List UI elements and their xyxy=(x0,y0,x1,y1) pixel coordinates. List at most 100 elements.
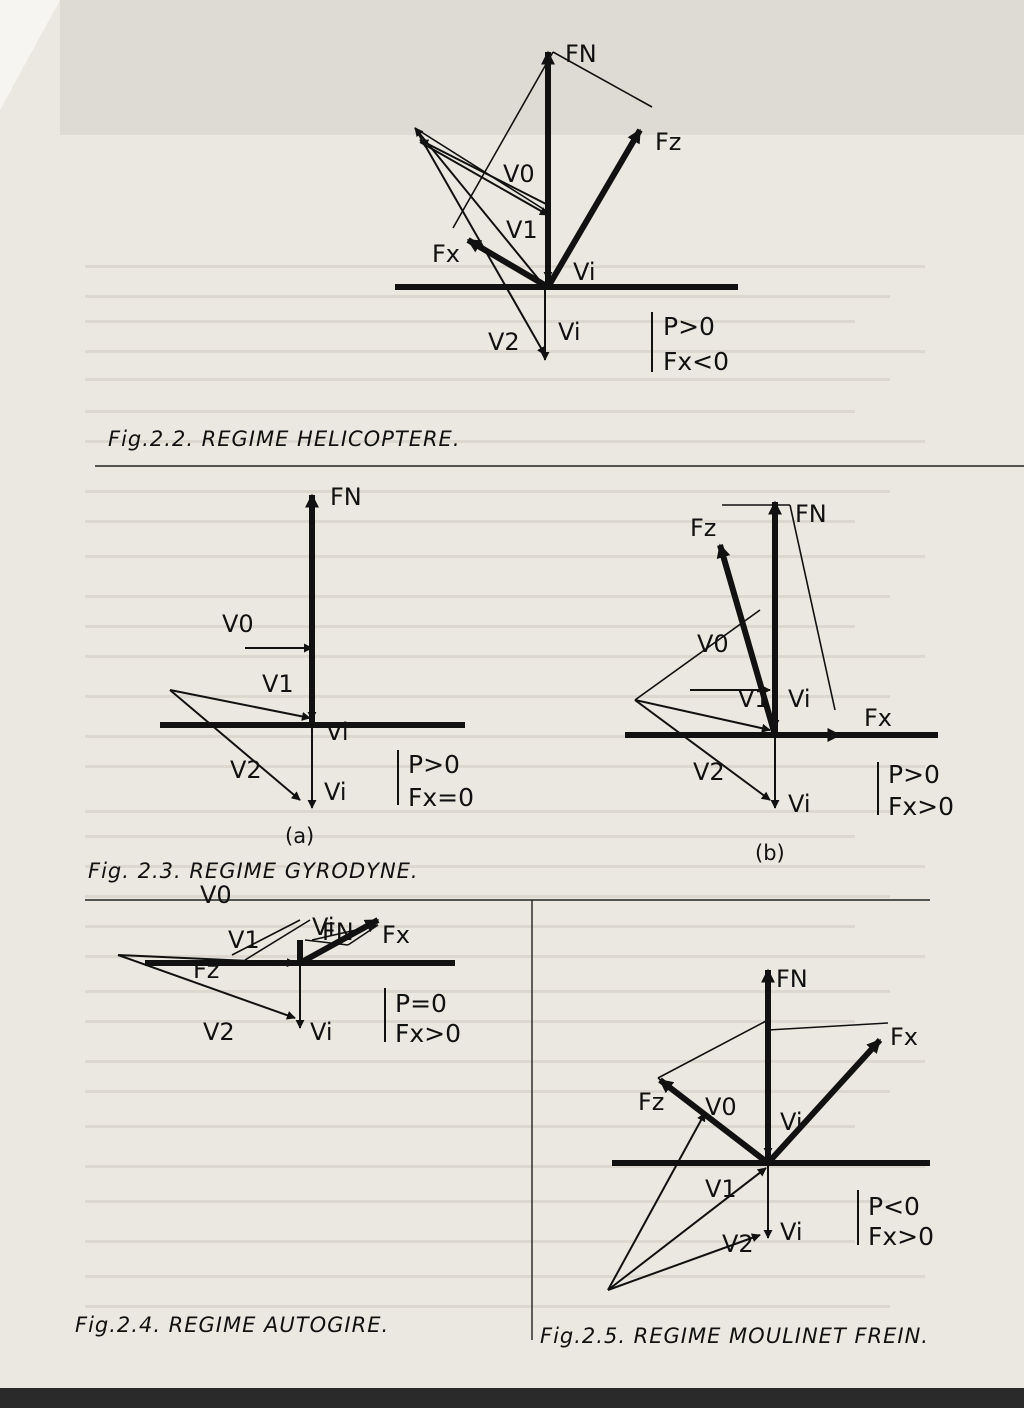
fig-2-2-label-v1: V1 xyxy=(506,216,538,244)
fig-2-5-condition-1: Fx>0 xyxy=(868,1222,934,1251)
bleed-through-line xyxy=(85,1305,890,1308)
fig-2-4-label-fn: FN xyxy=(322,918,354,946)
fig-2-5-caption: Fig.2.5. REGIME MOULINET FREIN. xyxy=(540,1324,929,1348)
bleed-through-line xyxy=(85,1275,925,1278)
bleed-through-line xyxy=(85,735,855,738)
fig-2-2-label-fz: Fz xyxy=(655,128,681,156)
bleed-through-line xyxy=(85,810,890,813)
force-fz-arrow xyxy=(658,1077,770,1166)
fig-2-5-label-v2: V2 xyxy=(722,1230,754,1258)
outline xyxy=(552,51,653,108)
bleed-through-line xyxy=(85,1020,855,1023)
bleed-through-line xyxy=(85,555,925,558)
outline xyxy=(452,51,554,229)
fig-2-3a-label-fn: FN xyxy=(330,483,362,511)
bleed-through-line xyxy=(85,1240,855,1243)
bleed-through-line xyxy=(85,520,855,523)
fig-2-5-condition-0: P<0 xyxy=(868,1192,920,1221)
bleed-through-line xyxy=(85,440,925,443)
fig-2-4-label-vi_upper: Vi xyxy=(312,913,335,941)
fig-2-4-label-v2: V2 xyxy=(203,1018,235,1046)
outline xyxy=(231,919,301,956)
figure-2-5 xyxy=(607,968,930,1291)
v2-arrow xyxy=(417,132,546,356)
fig-2-3a-condition-1: Fx=0 xyxy=(408,783,474,812)
bleed-through-line xyxy=(85,1200,890,1203)
bleed-through-line xyxy=(85,925,855,928)
v0-arrow-return xyxy=(419,141,549,216)
bleed-through-line xyxy=(85,1165,925,1168)
fig-2-3b-label-fz: Fz xyxy=(690,514,716,542)
v0-arrow xyxy=(607,1112,706,1291)
figure-2-3b xyxy=(625,500,938,815)
bleed-through-line xyxy=(85,1090,890,1093)
fig-2-3a-sublabel: (a) xyxy=(285,824,314,848)
fig-2-2-label-v0: V0 xyxy=(503,160,535,188)
corner-fold xyxy=(0,0,60,110)
outline xyxy=(304,939,349,946)
fig-2-3b-label-fn: FN xyxy=(795,500,827,528)
fig-2-4-label-fx: Fx xyxy=(382,921,410,949)
fig-2-3b-condition-0: P>0 xyxy=(888,760,940,789)
bleed-through-line xyxy=(85,320,855,323)
fig-2-5-label-v0: V0 xyxy=(705,1093,737,1121)
fig-2-3b-label-v2: V2 xyxy=(693,758,725,786)
bleed-through-line xyxy=(85,1125,855,1128)
bleed-through-line xyxy=(85,835,855,838)
bleed-through-line xyxy=(85,990,890,993)
bottom-edge xyxy=(0,1388,1024,1408)
fig-2-2-label-vi_lower: Vi xyxy=(558,318,581,346)
fig-2-4-condition-1: Fx>0 xyxy=(395,1019,461,1048)
bleed-through-line xyxy=(85,410,855,413)
top-shadow xyxy=(60,0,1024,135)
bleed-through-line xyxy=(85,265,925,268)
bleed-through-line xyxy=(85,955,925,958)
fig-2-3b-label-vi_lower: Vi xyxy=(788,790,811,818)
fig-2-3a-label-vi_upper: Vi xyxy=(326,718,349,746)
bleed-through-line xyxy=(85,695,890,698)
fig-2-4-label-v1: V1 xyxy=(228,926,260,954)
v2-arrow xyxy=(634,699,771,801)
fig-2-3b-label-fx: Fx xyxy=(864,704,892,732)
fig-2-5-label-vi_lower: Vi xyxy=(780,1218,803,1246)
bleed-through-line xyxy=(85,490,890,493)
fig-2-5-label-fz: Fz xyxy=(638,1088,664,1116)
fig-2-5-label-fn: FN xyxy=(776,965,808,993)
fig-2-3a-caption: Fig. 2.3. REGIME GYRODYNE. xyxy=(88,859,419,883)
outline xyxy=(789,504,836,711)
outline xyxy=(767,1022,889,1031)
fig-2-2-label-fx: Fx xyxy=(432,240,460,268)
v2-arrow xyxy=(117,954,296,1020)
fig-2-3a-condition-0: P>0 xyxy=(408,750,460,779)
v1-arrow xyxy=(414,127,546,288)
fig-2-2-condition-1: Fx<0 xyxy=(663,347,729,376)
fig-2-3b-sublabel: (b) xyxy=(755,841,785,865)
v1-arrow xyxy=(117,954,296,968)
figure-2-3a xyxy=(160,493,465,809)
fig-2-3a-label-v0: V0 xyxy=(222,610,254,638)
outline xyxy=(244,919,311,961)
v1-arrow xyxy=(169,689,311,721)
v1-arrow xyxy=(634,699,771,733)
fig-2-5-label-v1: V1 xyxy=(705,1175,737,1203)
figure-2-4 xyxy=(117,917,455,1042)
fig-2-2-caption: Fig.2.2. REGIME HELICOPTERE. xyxy=(108,427,461,451)
fig-2-4-caption: Fig.2.4. REGIME AUTOGIRE. xyxy=(75,1313,389,1337)
fig-2-4-label-vi_lower: Vi xyxy=(310,1018,333,1046)
force-fz-arrow xyxy=(716,543,778,736)
fig-2-3b-condition-1: Fx>0 xyxy=(888,792,954,821)
fig-2-3a-label-vi_lower: Vi xyxy=(324,778,347,806)
bleed-through-line xyxy=(85,595,890,598)
bleed-through-line xyxy=(85,895,890,898)
bleed-through-line xyxy=(85,865,925,868)
force-fx-arrow xyxy=(466,237,550,290)
outline xyxy=(657,1019,769,1079)
fig-2-2-condition-0: P>0 xyxy=(663,312,715,341)
v1-arrow xyxy=(607,1167,767,1291)
bleed-through-line xyxy=(85,655,925,658)
fig-2-4-condition-0: P=0 xyxy=(395,989,447,1018)
fig-2-2-label-vi_upper: Vi xyxy=(573,258,596,286)
